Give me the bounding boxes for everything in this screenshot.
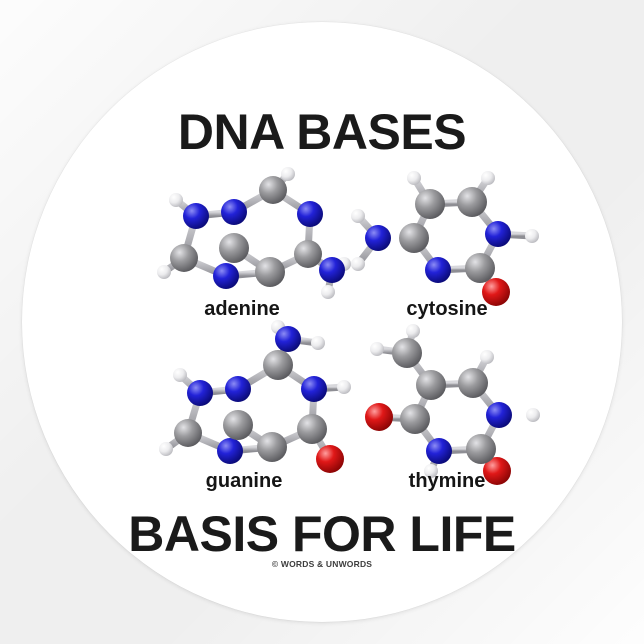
page-title-top: DNA BASES	[177, 104, 467, 160]
copyright-notice: © WORDS & UNWORDS	[271, 559, 373, 569]
molecule-thymine	[357, 324, 547, 485]
molecule-label-cytosine: cytosine	[406, 298, 488, 320]
molecule-label-thymine: thymine	[408, 470, 486, 492]
molecule-label-adenine: adenine	[204, 298, 280, 320]
atoms-thymine	[365, 324, 540, 485]
atoms-adenine	[157, 167, 351, 299]
molecule-cytosine	[351, 171, 539, 306]
atoms-cytosine	[351, 171, 539, 306]
molecule-adenine	[157, 167, 351, 299]
atoms-guanine	[159, 320, 351, 473]
molecule-guanine	[159, 320, 351, 473]
bonds-adenine	[160, 170, 348, 296]
page-title-bottom: BASIS FOR LIFE	[128, 506, 516, 562]
round-sticker: DNA BASES	[22, 22, 622, 622]
molecule-label-guanine: guanine	[205, 470, 283, 492]
